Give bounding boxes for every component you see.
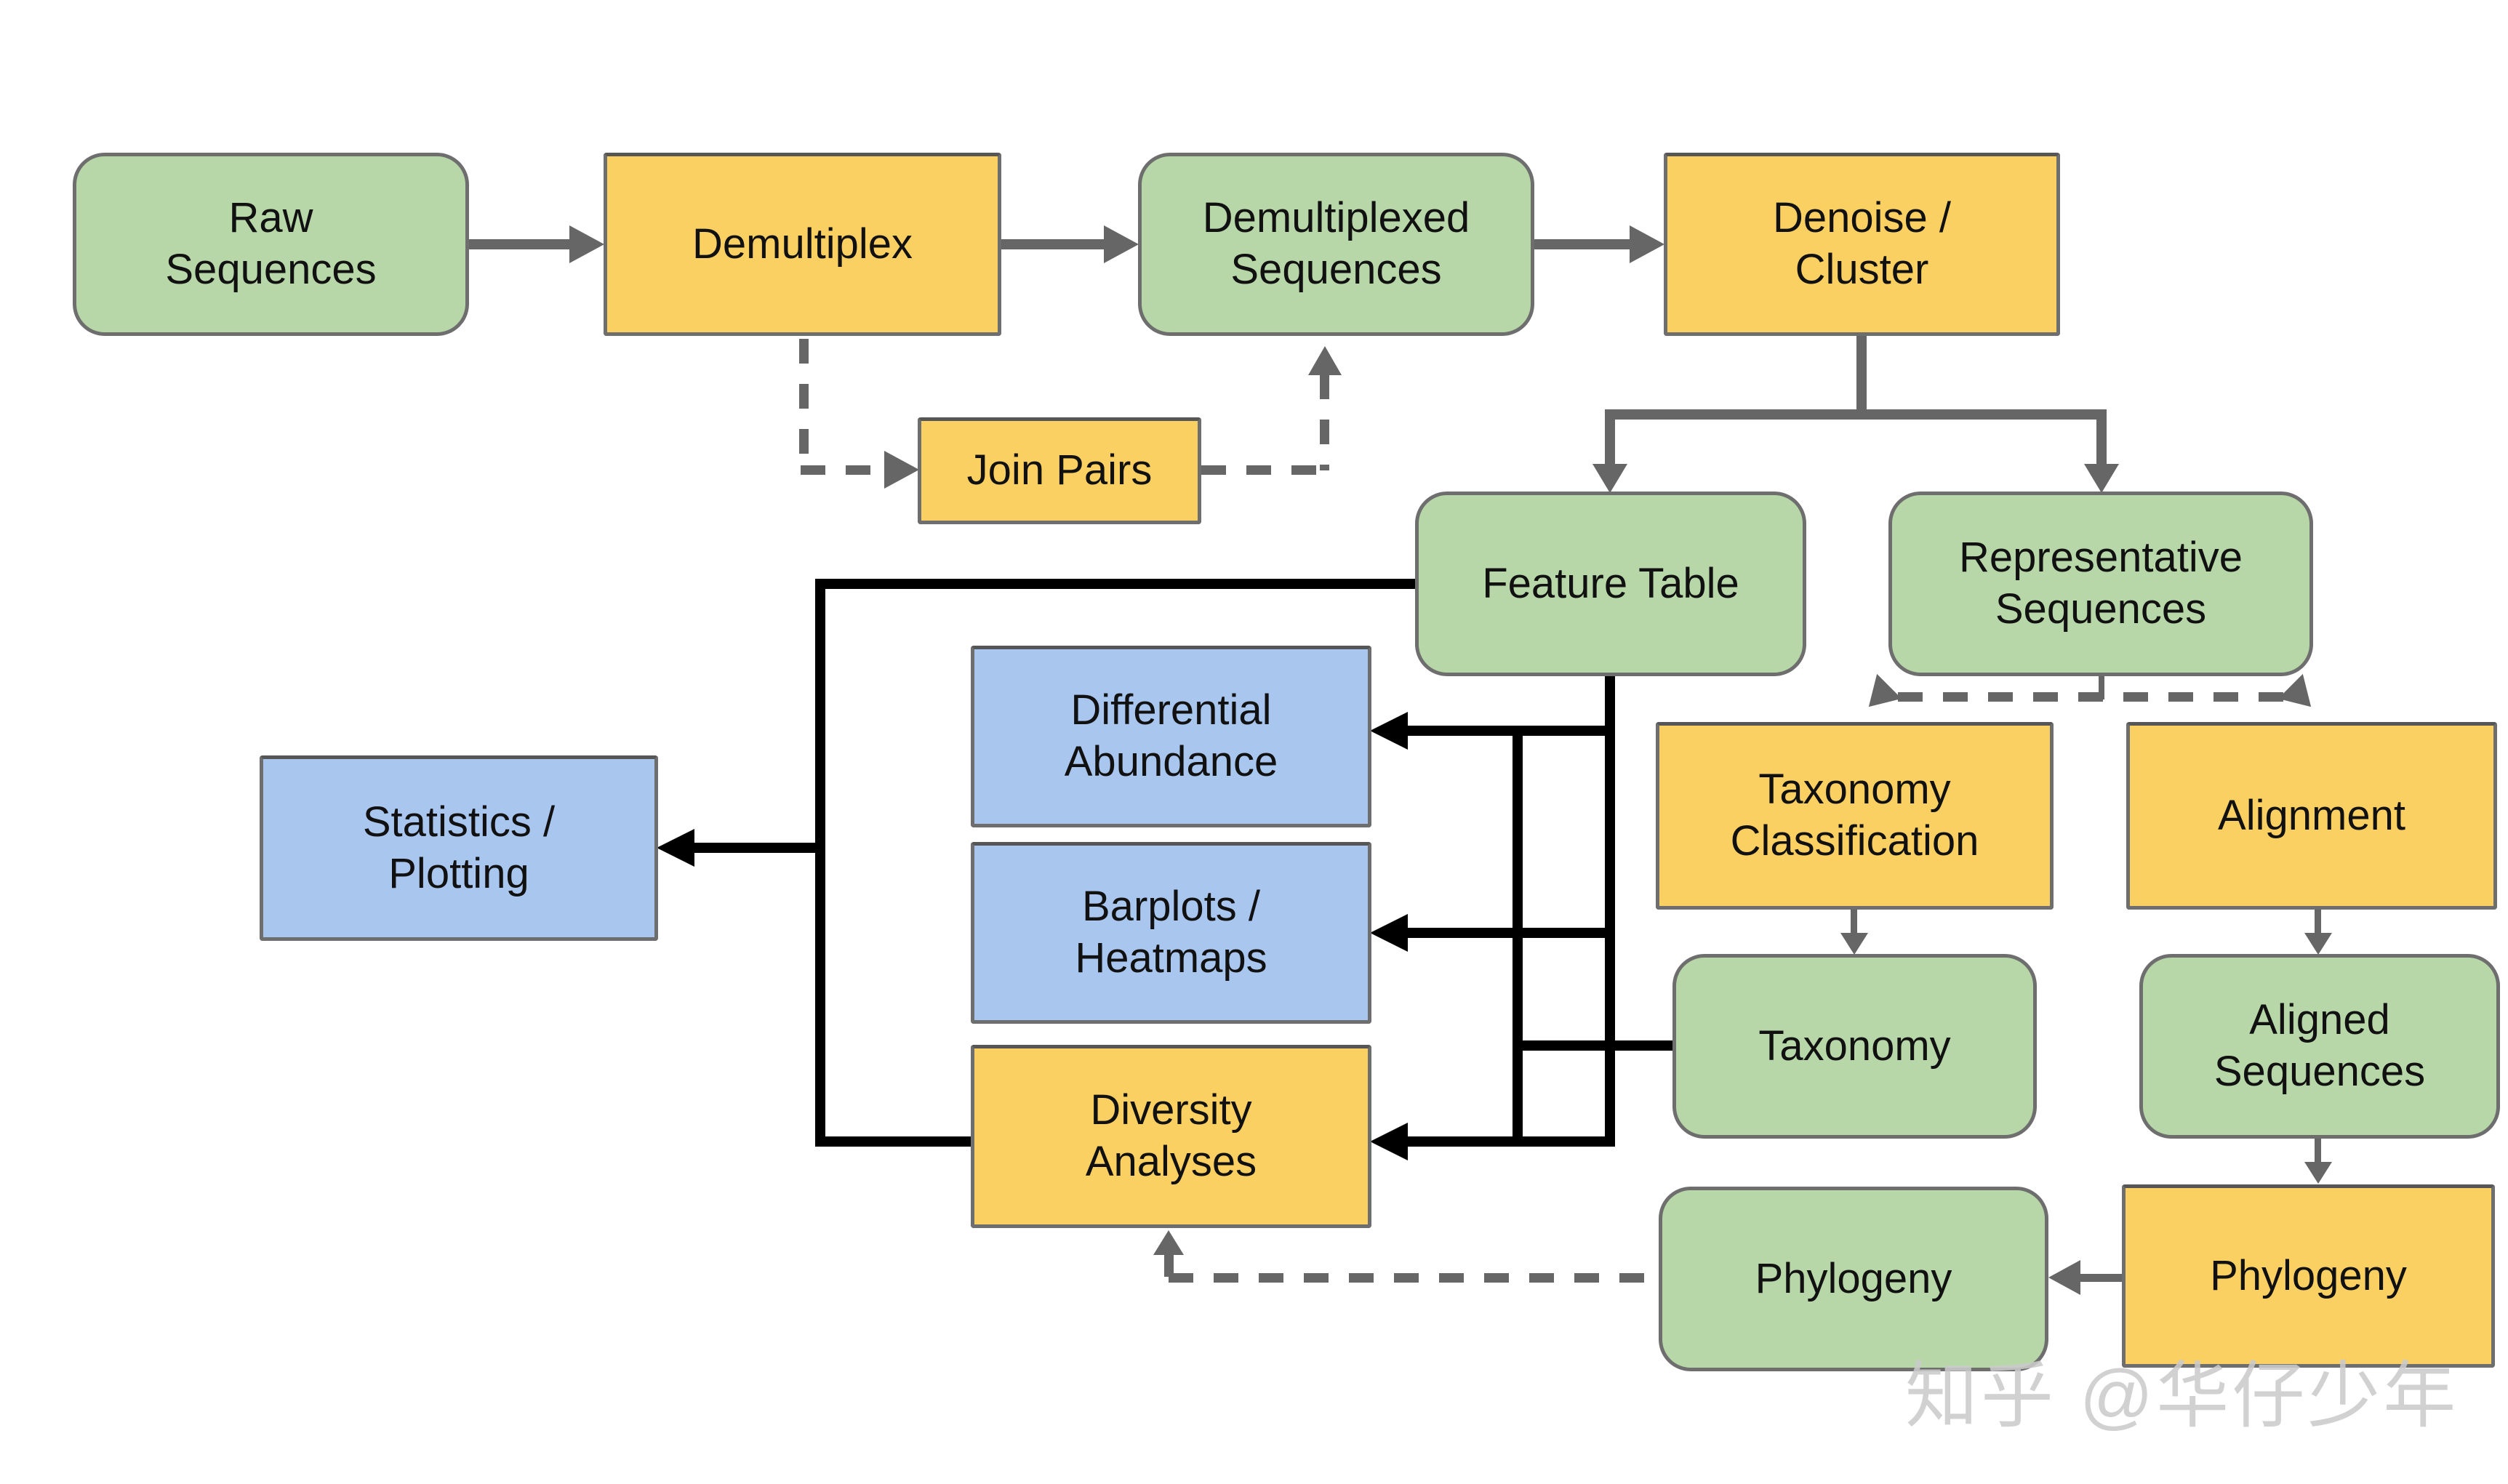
node-demultiplexed-sequences: Demultiplexed Sequences	[1138, 153, 1534, 336]
diversity-analyses-label: Diversity Analyses	[1085, 1086, 1257, 1185]
demultiplexed-sequences-label: Demultiplexed Sequences	[1202, 194, 1470, 293]
node-taxonomy: Taxonomy	[1672, 954, 2037, 1139]
arrowhead-down-icon	[1840, 933, 1868, 955]
arrowhead-left-icon	[1370, 712, 1408, 750]
barplots-heatmaps-label: Barplots / Heatmaps	[1075, 883, 1267, 982]
arrowhead-left-icon	[1370, 1123, 1408, 1160]
arrowhead-down-left-icon	[1856, 673, 1902, 720]
arrowhead-right-icon	[1104, 225, 1139, 263]
taxonomy-classification-label: Taxonomy Classification	[1730, 766, 1979, 865]
watermark-text: 知乎 @华仔少年	[1905, 1355, 2459, 1437]
node-raw-sequences: Raw Sequences	[73, 153, 469, 336]
node-alignment: Alignment	[2126, 722, 2497, 910]
denoise-cluster-label: Denoise / Cluster	[1772, 194, 1952, 293]
arrowhead-down-icon	[2304, 1162, 2332, 1184]
node-taxonomy-classification: Taxonomy Classification	[1656, 722, 2054, 910]
node-differential-abundance: Differential Abundance	[971, 646, 1371, 827]
taxonomy-label: Taxonomy	[1758, 1022, 1951, 1070]
node-representative-sequences: Representative Sequences	[1888, 492, 2313, 676]
phylogeny-result-label: Phylogeny	[1755, 1254, 1952, 1302]
node-barplots-heatmaps: Barplots / Heatmaps	[971, 842, 1371, 1024]
arrowhead-right-icon	[884, 451, 919, 489]
differential-abundance-label: Differential Abundance	[1064, 686, 1278, 785]
arrowhead-down-icon	[2304, 933, 2332, 955]
arrowhead-down-right-icon	[2277, 673, 2324, 720]
node-feature-table: Feature Table	[1415, 492, 1806, 676]
arrowhead-up-icon	[1308, 346, 1342, 375]
arrowhead-right-icon	[569, 225, 604, 263]
arrowhead-left-icon	[657, 829, 694, 867]
node-join-pairs: Join Pairs	[918, 417, 1201, 524]
node-denoise-cluster: Denoise / Cluster	[1664, 153, 2060, 336]
raw-sequences-label: Raw Sequences	[165, 194, 377, 293]
aligned-sequences-label: Aligned Sequences	[2213, 996, 2426, 1095]
node-diversity-analyses: Diversity Analyses	[971, 1045, 1371, 1228]
alignment-label: Alignment	[2218, 791, 2405, 839]
demultiplex-label: Demultiplex	[692, 220, 913, 268]
arrowhead-left-icon	[1370, 914, 1408, 952]
arrowhead-left-icon	[2048, 1260, 2080, 1295]
feature-table-label: Feature Table	[1482, 559, 1739, 607]
node-statistics-plotting: Statistics / Plotting	[260, 755, 658, 941]
arrowhead-down-icon	[1592, 464, 1627, 493]
node-demultiplex: Demultiplex	[604, 153, 1001, 336]
statistics-plotting-label: Statistics / Plotting	[362, 798, 556, 897]
node-phylogeny-result: Phylogeny	[1659, 1187, 2048, 1371]
representative-sequences-label: Representative Sequences	[1958, 534, 2243, 633]
arrowhead-up-icon	[1153, 1230, 1184, 1255]
arrowhead-right-icon	[1630, 225, 1664, 263]
node-aligned-sequences: Aligned Sequences	[2139, 954, 2500, 1139]
phylogeny-action-label: Phylogeny	[2210, 1251, 2407, 1299]
node-phylogeny-action: Phylogeny	[2122, 1184, 2495, 1368]
join-pairs-label: Join Pairs	[966, 446, 1153, 494]
arrowhead-down-icon	[2084, 464, 2119, 493]
